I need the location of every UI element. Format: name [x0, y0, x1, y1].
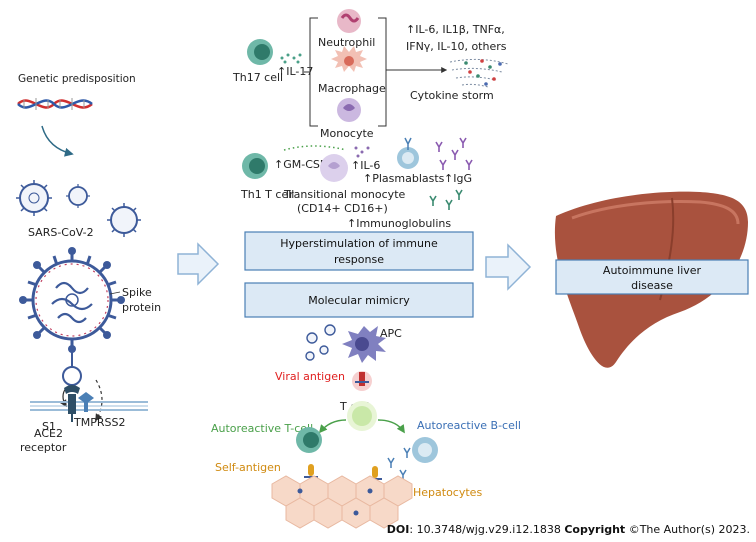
- virus-icon-1: [16, 180, 52, 216]
- cleavage-arrow: [95, 379, 103, 422]
- ace2-label-1: ACE2: [34, 427, 63, 440]
- autoimmune-liver-box: [555, 259, 749, 295]
- il6-label: ↑IL-6: [351, 159, 380, 172]
- flow-arrow-1: [177, 242, 220, 286]
- self-antigen-label: Self-antigen: [215, 461, 281, 474]
- autoimmune-liver-label-2: disease: [631, 279, 673, 292]
- molecular-mimicry-label: Molecular mimicry: [308, 294, 410, 307]
- spike-label-2: protein: [122, 301, 161, 314]
- molecular-mimicry-box: [244, 282, 474, 318]
- il17-label: ↑IL-17: [277, 65, 313, 78]
- macrophage-icon: [331, 46, 367, 72]
- neutrophil-label: Neutrophil: [318, 36, 375, 49]
- flow-arrow-2: [485, 243, 532, 291]
- igg-label: ↑IgG: [444, 172, 472, 185]
- th1-label: Th1 T cell: [240, 188, 294, 201]
- immunoglobulins-label: ↑Immunoglobulins: [347, 217, 451, 230]
- ace2-label-2: receptor: [20, 441, 67, 454]
- autoreactive-t-cell-icon: [296, 427, 322, 453]
- th17-label: Th17 cell: [232, 71, 283, 84]
- viral-antigen-label: Viral antigen: [275, 370, 345, 383]
- monocyte-icon: [337, 98, 361, 122]
- cell-membrane: [30, 401, 148, 411]
- autoreactive-b-cell-icon: [412, 437, 438, 463]
- dna-icon: [17, 98, 93, 110]
- cytokines-line-1: ↑IL-6, IL1β, TNFα,: [406, 23, 505, 36]
- s1-subunit-icon: [62, 366, 82, 386]
- sars-cov-2-virion-icon: [19, 247, 125, 353]
- autoimmune-liver-label-1: Autoimmune liver: [603, 264, 702, 277]
- autoreactive-t-label: Autoreactive T-cell: [211, 422, 313, 435]
- apc-icon: [342, 326, 386, 363]
- monocyte-label: Monocyte: [320, 127, 374, 140]
- hyperstimulation-box: [244, 231, 474, 271]
- gmcsf-label: ↑GM-CSF: [274, 158, 326, 171]
- macrophage-label: Macrophage: [318, 82, 386, 95]
- th1-cell-icon: [242, 153, 268, 179]
- hyperstimulation-label-1: Hyperstimulation of immune: [280, 237, 438, 250]
- doi-footer: DOI: 10.3748/wjg.v29.i12.1838 Copyright …: [387, 523, 750, 536]
- hepatocytes-icon: [271, 475, 413, 529]
- to-auto-b-arrow: [377, 419, 405, 434]
- genetic-arrow: [41, 125, 74, 157]
- gmcsf-dots: [283, 145, 347, 151]
- tmprss2-label: TMPRSS2: [73, 416, 125, 429]
- virus-icon-3: [107, 203, 141, 237]
- il17-dots: [280, 53, 302, 64]
- autoreactive-b-label: Autoreactive B-cell: [417, 419, 521, 432]
- copyright-value: ©The Author(s) 2023.: [625, 523, 750, 536]
- plasmablast-icon: [397, 137, 419, 169]
- th17-cell-icon: [247, 39, 273, 65]
- immunoglobulin-icon: [429, 189, 463, 210]
- hyperstimulation-label-2: response: [334, 253, 384, 266]
- small-virus-cluster-icon: [305, 324, 336, 361]
- cd-label: (CD14+ CD16+): [297, 202, 388, 215]
- doi-label: DOI: [386, 523, 410, 536]
- transitional-monocyte-icon: [320, 154, 348, 182]
- t-cell-icon: [347, 401, 377, 431]
- plasmablasts-label: ↑Plasmablasts: [363, 172, 445, 185]
- doi-value: : 10.3748/wjg.v29.i12.1838: [409, 523, 565, 536]
- mhc-antigen-icon: [352, 371, 372, 391]
- copyright-label: Copyright: [564, 523, 626, 536]
- self-antigen-icon-1: [304, 464, 318, 478]
- genetic-label: Genetic predisposition: [18, 73, 136, 85]
- transitional-monocyte-label: Transitional monocyte: [283, 188, 406, 201]
- to-auto-t-arrow: [318, 419, 347, 434]
- tmprss2-icon: [78, 392, 94, 412]
- apc-label: APC: [380, 327, 402, 340]
- hepatocytes-label: Hepatocytes: [413, 486, 482, 499]
- spike-label-1: Spike: [122, 286, 152, 299]
- cytokine-storm-icon: [449, 58, 509, 88]
- il6-dots: [354, 146, 370, 158]
- s1-label: S1: [42, 420, 56, 433]
- autoantibody-icon: [387, 447, 411, 480]
- ace2-receptor-icon: [64, 385, 80, 422]
- neutrophil-icon: [337, 9, 361, 33]
- igg-antibodies-icon: [435, 137, 473, 170]
- virus-icon-2: [66, 184, 90, 208]
- storm-label: Cytokine storm: [410, 89, 494, 102]
- cytokines-line-2: IFNγ, IL-10, others: [406, 40, 507, 53]
- sars-label: SARS-CoV-2: [28, 226, 94, 239]
